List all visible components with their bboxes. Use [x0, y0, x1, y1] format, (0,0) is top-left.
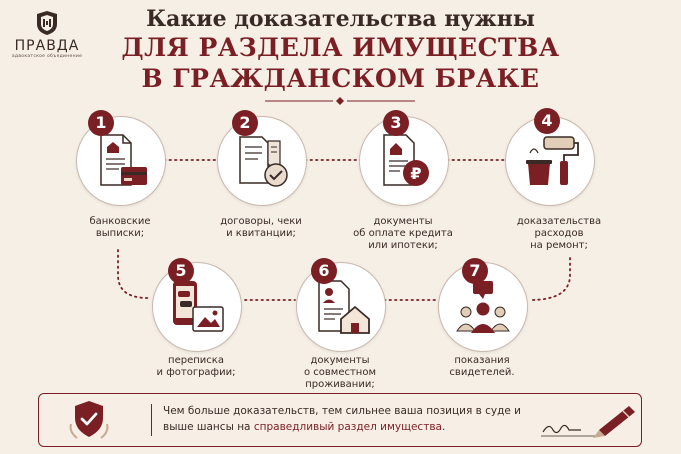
step-4-number: 4 — [534, 108, 560, 134]
step-5-label: переписка и фотографии; — [156, 355, 236, 378]
paint-roller-icon — [526, 136, 579, 185]
step-2-circle — [217, 116, 307, 206]
logo-emblem-icon — [37, 11, 57, 35]
step-1-label: банковские выписки; — [89, 216, 151, 239]
logo-name: ПРАВДА — [14, 38, 80, 54]
footer-accent-text: справедливый раздел имущества — [253, 421, 442, 433]
footer-divider — [151, 404, 152, 436]
title-line-1: Какие доказательства нужны — [146, 6, 535, 32]
step-5-number: 5 — [168, 258, 194, 284]
svg-text:₽: ₽ — [410, 164, 421, 183]
step-6-number: 6 — [311, 258, 337, 284]
footer-text: Чем больше доказательств, тем сильнее ва… — [163, 405, 521, 433]
step-5-circle — [152, 262, 242, 352]
title-line-2: ДЛЯ РАЗДЕЛА ИМУЩЕСТВА — [121, 33, 560, 62]
step-6-circle — [296, 262, 386, 352]
step-4-label: доказательства расходов на ремонт; — [516, 216, 602, 251]
title-line-3: В ГРАЖДАНСКОМ БРАКЕ — [141, 64, 540, 93]
logo: ПРАВДА адвокатское объединение — [10, 10, 84, 59]
title-divider — [265, 97, 415, 105]
step-3-label: документы об оплате кредита или ипотеки; — [353, 216, 453, 251]
bank-statement-icon — [100, 134, 147, 186]
contract-check-icon — [239, 136, 288, 187]
step-2-number: 2 — [232, 110, 258, 136]
step-1-number: 1 — [88, 110, 114, 136]
step-7-number: 7 — [462, 258, 488, 284]
step-3-number: 3 — [383, 110, 409, 136]
step-2-label: договоры, чеки и квитанции; — [220, 216, 302, 239]
shield-check-icon — [69, 401, 109, 439]
step-7-label: показания свидетелей. — [449, 355, 515, 378]
witnesses-icon — [456, 281, 510, 333]
footer-banner: Чем больше доказательств, тем сильнее ва… — [38, 393, 642, 447]
step-6-label: документы о совместном проживании; — [303, 355, 377, 390]
step-1-circle — [76, 116, 166, 206]
logo-subtitle: адвокатское объединение — [11, 54, 83, 59]
fountain-pen-icon — [541, 406, 635, 438]
mortgage-payment-icon: ₽ — [383, 134, 429, 186]
house-document-icon — [318, 280, 370, 334]
phone-photo-icon — [173, 281, 224, 332]
